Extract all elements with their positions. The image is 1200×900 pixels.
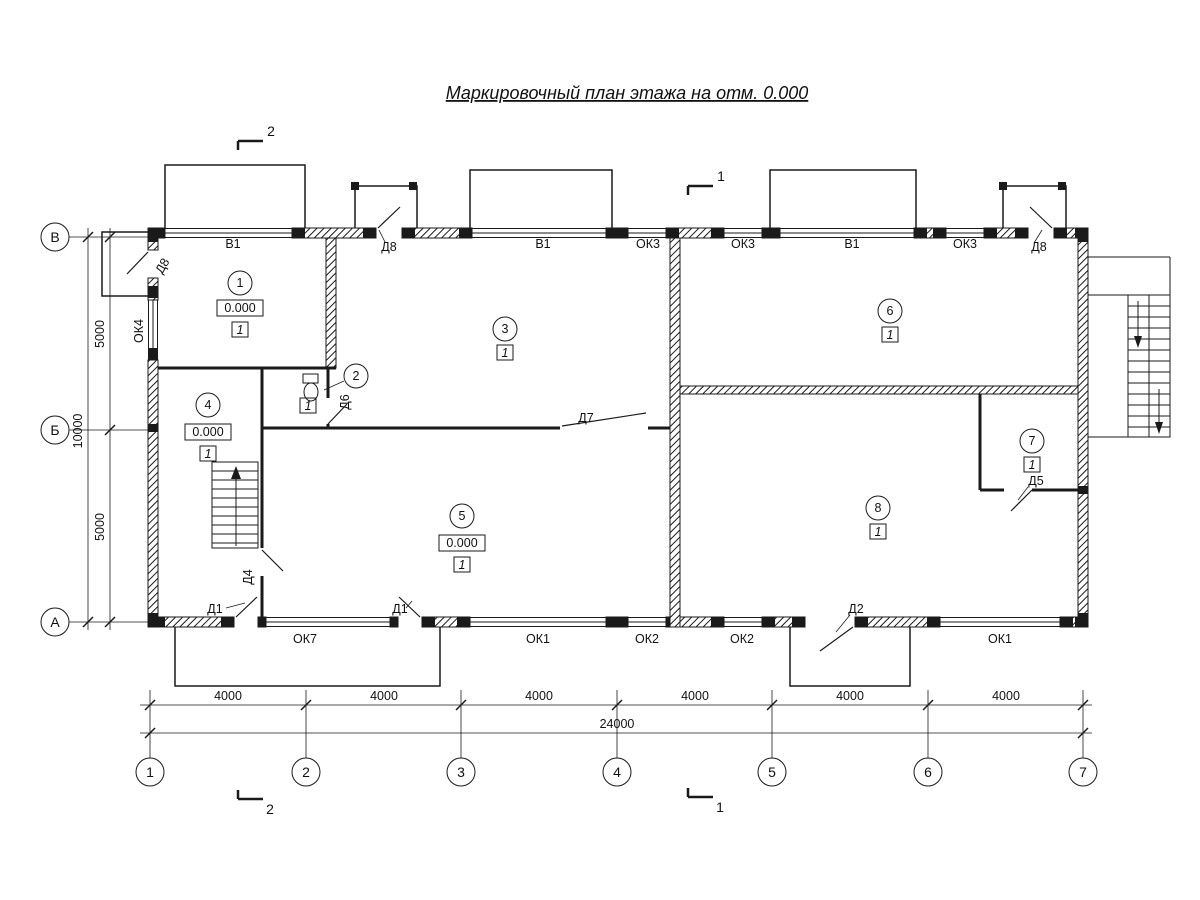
dim-5000-2: 5000: [93, 513, 107, 541]
opening-label-d6: Д6: [338, 394, 352, 409]
exterior-stair: [1088, 256, 1171, 438]
room-marker-6: 6 1: [877, 298, 903, 343]
opening-label-ok7: ОК7: [293, 632, 317, 646]
opening-label-ok2-a: ОК2: [635, 632, 659, 646]
opening-label-ok3-c: ОК3: [953, 237, 977, 251]
section-label: 2: [266, 801, 274, 817]
section-mark-1-bottom: 1: [686, 788, 724, 815]
opening-label-d8-b: Д8: [1031, 240, 1046, 254]
bottom-dimensions: 4000 4000 4000 4000 4000 4000 24000: [140, 689, 1092, 742]
room-marker-5: 5 0.000 1: [438, 503, 486, 573]
opening-label-d1-a: Д1: [207, 602, 222, 616]
interior-walls: [158, 237, 1079, 628]
room-type: 1: [459, 558, 466, 572]
room-type: 1: [205, 447, 212, 461]
room-marker-8: 8 1: [865, 495, 891, 540]
room-marker-2: 2 1: [299, 363, 369, 414]
room-type: 1: [887, 328, 894, 342]
leader-lines: [225, 229, 1043, 633]
opening-label-d4: Д4: [241, 569, 255, 584]
room-marker-1: 1 0.000 1: [216, 270, 264, 338]
room-type: 1: [305, 399, 312, 413]
room-type: 1: [875, 525, 882, 539]
opening-labels: В1 Д8 В1 ОК3 ОК3 В1 ОК3 Д8 Д1 ОК7 Д1 ОК1…: [132, 237, 1047, 646]
opening-label-d5: Д5: [1028, 474, 1043, 488]
opening-label-v1-c: В1: [844, 237, 859, 251]
dim-4000-4: 4000: [681, 689, 709, 703]
room-type: 1: [1029, 458, 1036, 472]
room-number: 6: [887, 304, 894, 318]
top-porches: [164, 164, 1067, 228]
dim-4000-5: 4000: [836, 689, 864, 703]
opening-label-d8-a: Д8: [381, 240, 396, 254]
dim-4000-2: 4000: [370, 689, 398, 703]
room-marker-7: 7 1: [1019, 428, 1045, 473]
section-mark-2-bottom: 2: [236, 790, 274, 817]
bottom-porches: [174, 627, 911, 687]
opening-label-d8-left: Д8: [153, 256, 173, 276]
wall-piers: [148, 228, 1088, 627]
axis-b: Б: [50, 422, 59, 438]
opening-label-ok4: ОК4: [132, 319, 146, 343]
dim-4000-6: 4000: [992, 689, 1020, 703]
axis-1: 1: [146, 764, 154, 780]
dim-10000: 10000: [71, 414, 85, 449]
axis-6: 6: [924, 764, 932, 780]
section-label: 1: [717, 168, 725, 184]
dim-24000: 24000: [600, 717, 635, 731]
dim-4000-1: 4000: [214, 689, 242, 703]
room-marker-4: 4 0.000 1: [184, 392, 232, 462]
axis-5: 5: [768, 764, 776, 780]
room-elevation: 0.000: [446, 536, 477, 550]
windows: [148, 228, 1061, 627]
axis-4: 4: [613, 764, 621, 780]
room-elevation: 0.000: [192, 425, 223, 439]
room-number: 8: [875, 501, 882, 515]
section-mark-1-top: 1: [686, 168, 725, 195]
room-number: 4: [205, 398, 212, 412]
interior-stair: [211, 461, 259, 549]
room-elevation: 0.000: [224, 301, 255, 315]
axis-a: А: [50, 614, 60, 630]
room-number: 3: [502, 322, 509, 336]
toilet-fixture: [302, 373, 319, 402]
left-vestibule: [101, 231, 148, 297]
opening-label-ok1-a: ОК1: [526, 632, 550, 646]
opening-label-v1-b: В1: [535, 237, 550, 251]
drawing-title: Маркировочный план этажа на отм. 0.000: [446, 83, 809, 103]
opening-label-ok1-b: ОК1: [988, 632, 1012, 646]
opening-label-d1-b: Д1: [392, 602, 407, 616]
axis-bubbles-bottom: 1 2 3 4 5 6 7: [135, 742, 1098, 787]
section-mark-2-top: 2: [236, 123, 275, 150]
opening-label-ok3-a: ОК3: [636, 237, 660, 251]
dim-5000-1: 5000: [93, 320, 107, 348]
opening-label-d2: Д2: [848, 602, 863, 616]
axis-bubbles-left: В Б А: [40, 222, 70, 637]
room-number: 2: [353, 369, 360, 383]
door-leaves: [126, 206, 1053, 652]
room-type: 1: [502, 346, 509, 360]
room-marker-3: 3 1: [492, 316, 518, 361]
room-number: 1: [237, 276, 244, 290]
opening-label-ok2-b: ОК2: [730, 632, 754, 646]
axis-7: 7: [1079, 764, 1087, 780]
left-dimensions: 5000 5000 10000: [69, 228, 148, 630]
axis-3: 3: [457, 764, 465, 780]
room-number: 5: [459, 509, 466, 523]
dim-4000-3: 4000: [525, 689, 553, 703]
opening-label-d7: Д7: [578, 411, 593, 425]
axis-v: В: [50, 229, 59, 245]
opening-label-ok3-b: ОК3: [731, 237, 755, 251]
axis-2: 2: [302, 764, 310, 780]
room-number: 7: [1029, 434, 1036, 448]
section-label: 2: [267, 123, 275, 139]
room-type: 1: [237, 323, 244, 337]
opening-label-v1-a: В1: [225, 237, 240, 251]
section-label: 1: [716, 799, 724, 815]
